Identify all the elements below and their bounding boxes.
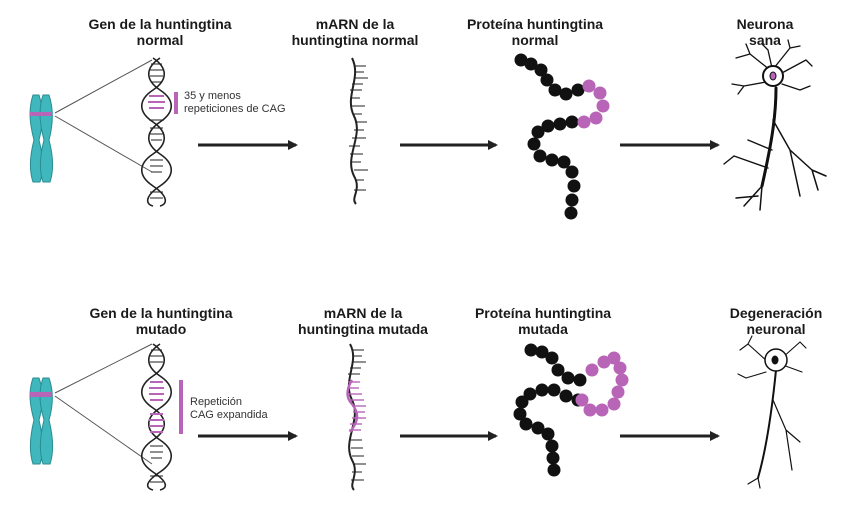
- zoom-line-bottom: [54, 115, 153, 173]
- gene-title-mutated: Gen de la huntingtina mutado: [89, 305, 233, 337]
- neuron-icon: [737, 335, 807, 489]
- mrna-strand-icon: [349, 57, 368, 205]
- mrna-strand-icon: [346, 343, 366, 491]
- zoom-line-top: [54, 59, 153, 114]
- mrna-title-mutated: mARN de la huntingtina mutada: [298, 305, 428, 337]
- row-mutated: [29, 335, 807, 491]
- chromosome-icon: [29, 94, 53, 183]
- protein-title-mutated: Proteína huntingtina mutada: [474, 305, 612, 337]
- gene-title-normal: Gen de la huntingtina normal: [88, 16, 232, 48]
- dna-helix-icon: [140, 57, 173, 207]
- neuron-icon: [723, 39, 827, 211]
- mrna-title-normal: mARN de la huntingtina normal: [291, 16, 419, 48]
- cag-marker-bar: [174, 92, 178, 114]
- protein-title-normal: Proteína huntingtina normal: [466, 16, 604, 48]
- cag-marker-bar: [179, 380, 183, 434]
- protein-chain-icon: [513, 343, 629, 477]
- protein-chain-icon: [514, 53, 610, 220]
- dna-helix-icon: [140, 343, 173, 491]
- gene-note-mutated: Repetición CAG expandida: [190, 396, 268, 421]
- chromosome-icon: [29, 377, 53, 465]
- gene-note-normal: 35 y menos repeticiones de CAG: [184, 90, 286, 115]
- neuron-title-mutated: Degeneración neuronal: [729, 305, 823, 337]
- zoom-line-top: [54, 343, 153, 394]
- neuron-title-normal: Neurona sana: [736, 16, 794, 48]
- row-normal: [29, 39, 827, 220]
- zoom-line-bottom: [54, 395, 153, 465]
